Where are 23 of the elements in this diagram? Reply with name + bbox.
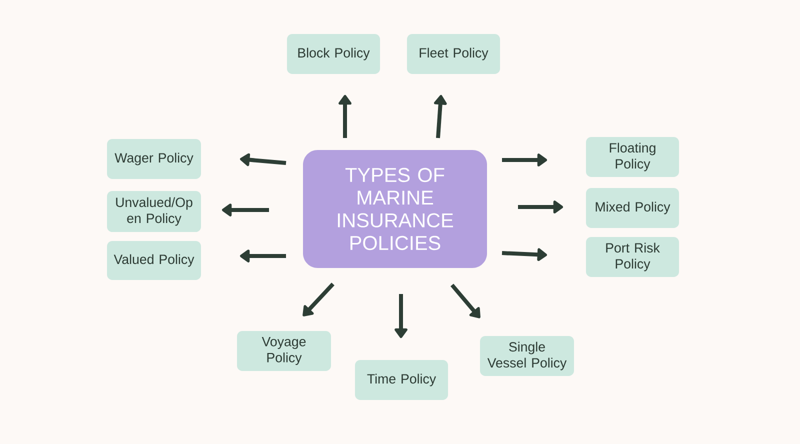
arrow xyxy=(338,95,352,138)
category-box: Fleet Policy xyxy=(406,34,500,74)
arrow xyxy=(222,204,269,216)
category-box: Floating Policy xyxy=(586,137,680,177)
category-box: Unvalued/Op en Policy xyxy=(107,190,201,232)
arrow xyxy=(502,154,547,166)
arrow xyxy=(518,200,563,214)
topic-box: TYPES OF MARINE INSURANCE POLICIES xyxy=(303,150,487,268)
arrow xyxy=(302,282,334,316)
category-box: Single Vessel Policy xyxy=(480,336,574,376)
category-box: Voyage Policy xyxy=(237,331,331,371)
arrow xyxy=(240,250,286,262)
category-box: Mixed Policy xyxy=(586,188,680,228)
category-box: Valued Policy xyxy=(107,241,201,280)
arrow xyxy=(434,95,447,138)
category-box: Wager Policy xyxy=(107,139,201,179)
category-box: Port Risk Policy xyxy=(586,237,680,277)
category-box: Time Policy xyxy=(354,360,448,400)
arrow xyxy=(502,248,547,262)
arrow xyxy=(450,284,480,318)
arrow xyxy=(240,153,286,166)
category-box: Block Policy xyxy=(286,34,380,74)
arrow xyxy=(394,294,408,338)
